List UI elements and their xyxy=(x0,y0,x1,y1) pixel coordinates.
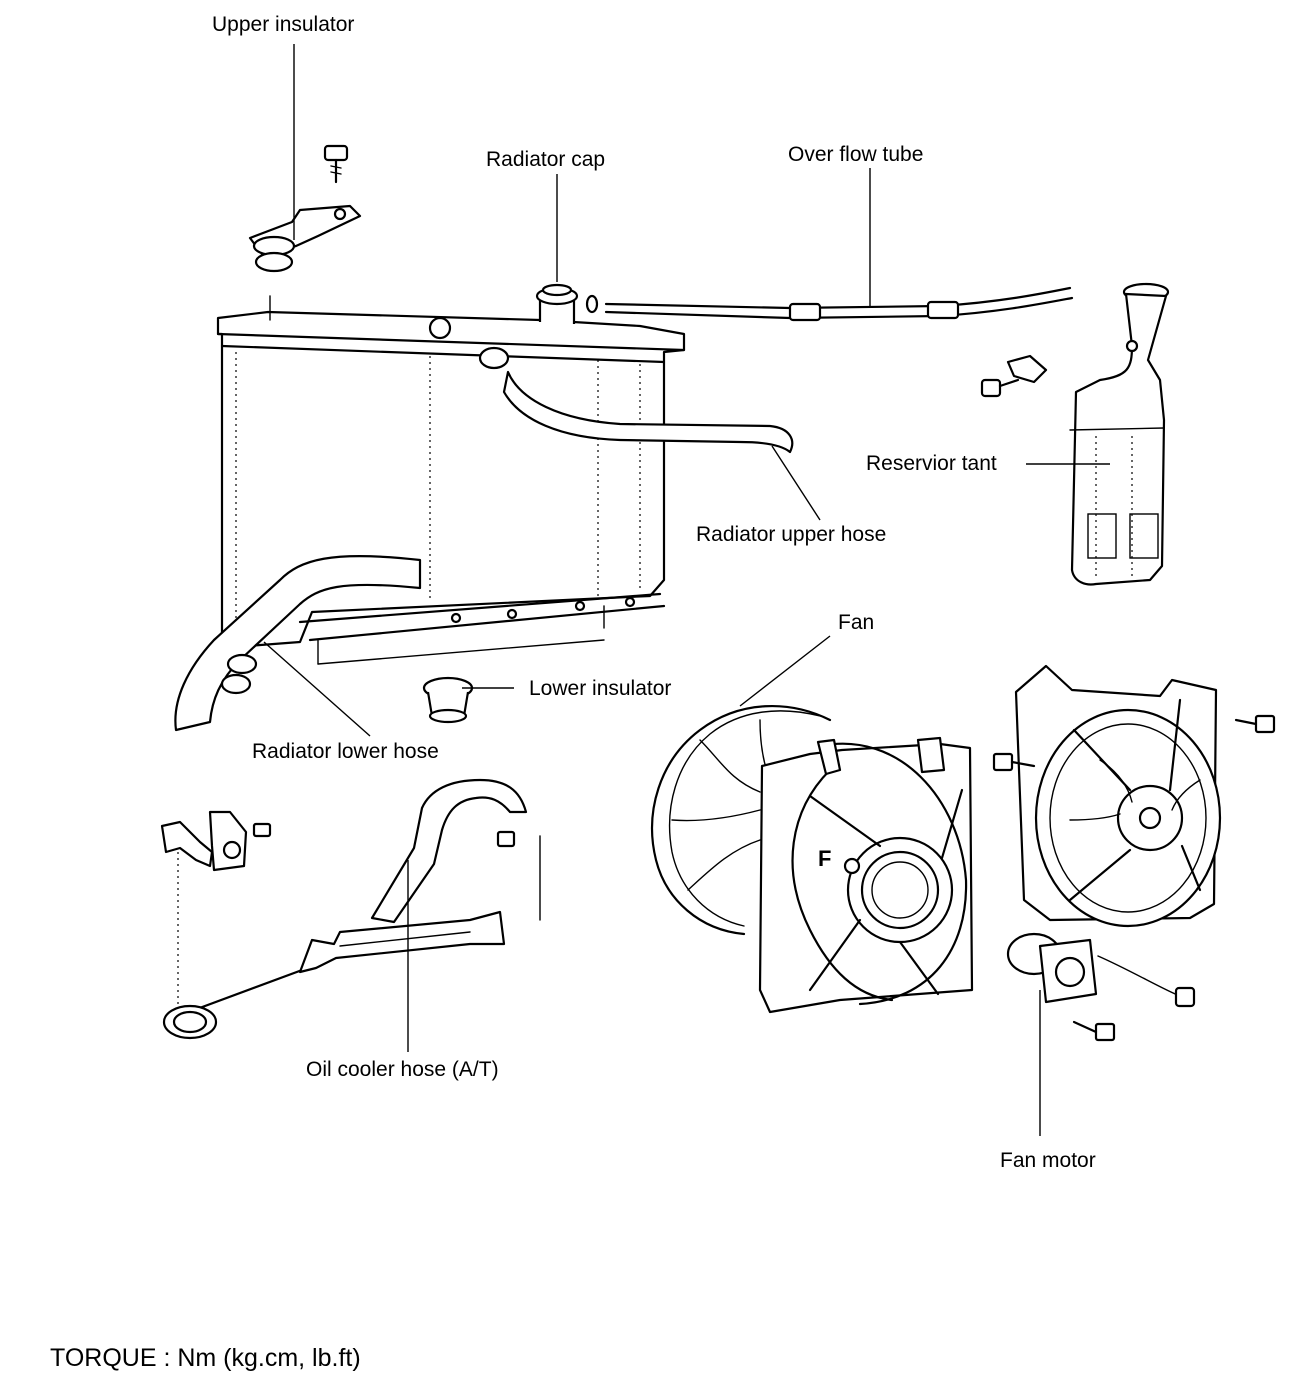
radiator-lower-hose xyxy=(174,555,422,732)
label-reservior-tant: Reservior tant xyxy=(866,452,997,475)
lower-insulator xyxy=(422,676,474,724)
label-lower-insulator: Lower insulator xyxy=(529,677,672,700)
label-radiator-lower-hose: Radiator lower hose xyxy=(252,740,439,763)
label-radiator-upper-hose: Radiator upper hose xyxy=(696,523,887,546)
label-over-flow-tube: Over flow tube xyxy=(788,143,924,166)
oil-cooler-hose xyxy=(298,778,541,974)
lower-left-bracket xyxy=(160,810,342,1040)
reservoir-tank xyxy=(1069,282,1170,586)
reservoir-bolt-bracket xyxy=(980,354,1048,398)
label-oil-cooler-hose: Oil cooler hose (A/T) xyxy=(306,1058,499,1081)
radiator-upper-hose xyxy=(478,346,794,454)
radiator-cap xyxy=(535,283,599,324)
fan-right-assembly xyxy=(1014,664,1222,928)
label-radiator-cap: Radiator cap xyxy=(486,148,606,171)
label-upper-insulator: Upper insulator xyxy=(212,13,355,36)
label-fan: Fan xyxy=(838,611,875,634)
torque-note: TORQUE : Nm (kg.cm, lb.ft) xyxy=(50,1344,361,1372)
over-flow-tube xyxy=(604,286,1074,322)
fan-shroud xyxy=(758,736,974,1014)
label-fan-motor: Fan motor xyxy=(1000,1149,1096,1172)
upper-bolt xyxy=(323,144,349,184)
upper-insulator-bracket xyxy=(248,204,362,273)
fan-bolts xyxy=(992,714,1276,1042)
fan-motor xyxy=(1006,932,1196,1008)
leader-lines xyxy=(263,44,1110,1136)
fan xyxy=(651,704,832,936)
shroud-mark-f: F xyxy=(818,846,832,871)
